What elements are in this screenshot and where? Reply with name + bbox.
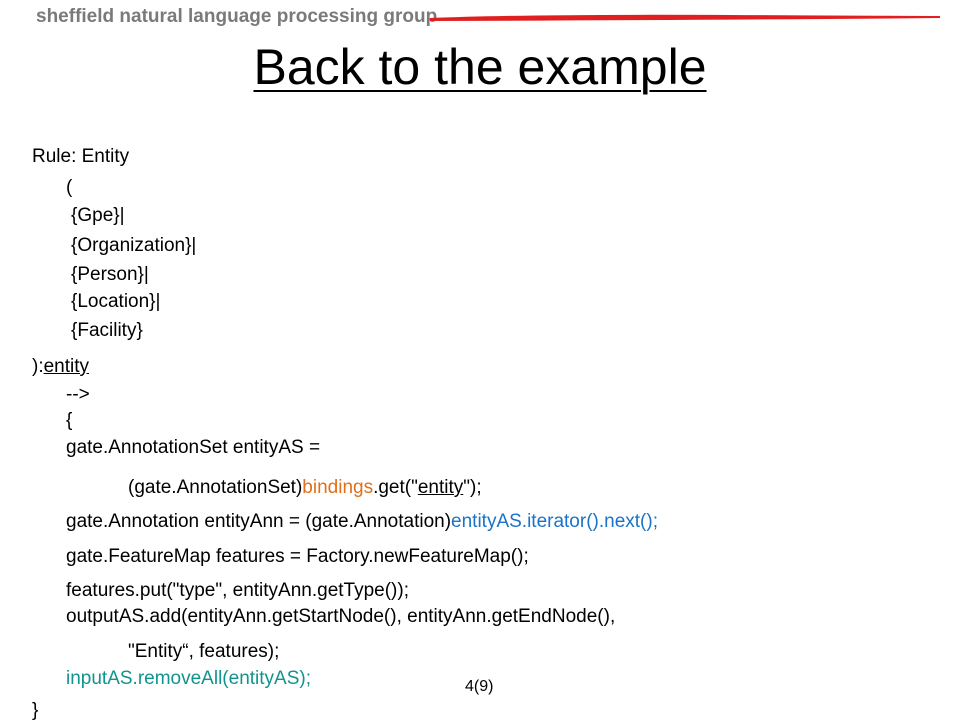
code-line-featuremap: gate.FeatureMap features = Factory.newFe… — [66, 546, 529, 567]
header-logo: sheffield natural language processing gr… — [36, 6, 438, 27]
arrow-line: --> — [66, 384, 90, 405]
pattern-gpe: {Gpe}| — [71, 205, 125, 226]
open-brace: { — [66, 410, 73, 431]
entity-key: entity — [417, 477, 464, 498]
annotation-decl: gate.Annotation entityAnn = (gate.Annota… — [66, 511, 452, 532]
code-line-remove-all: inputAS.removeAll(entityAS); — [66, 668, 311, 689]
slide-title: Back to the example — [253, 39, 707, 95]
pattern-organization: {Organization}| — [71, 235, 197, 256]
code-line-bindings: (gate.AnnotationSet)bindings.get("entity… — [128, 477, 482, 499]
code-line-output-add: outputAS.add(entityAnn.getStartNode(), e… — [66, 606, 616, 627]
pattern-person: {Person}| — [71, 264, 149, 285]
page-number: 4(9) — [465, 678, 494, 695]
close-paren: ): — [32, 356, 44, 377]
rule-declaration: Rule: Entity — [32, 146, 130, 167]
pattern-facility: {Facility} — [71, 320, 143, 341]
code-line-features-put: features.put("type", entityAnn.getType()… — [66, 580, 409, 601]
get-close: "); — [463, 477, 482, 498]
label-line: ):entity — [32, 356, 89, 378]
code-line-annotation: gate.Annotation entityAnn = (gate.Annota… — [66, 511, 658, 533]
close-brace: } — [32, 700, 39, 721]
label-entity: entity — [43, 356, 90, 377]
header-red-bar — [430, 14, 940, 21]
bindings-text: bindings — [302, 477, 374, 498]
pattern-location: {Location}| — [71, 291, 161, 312]
code-line-entity-features: "Entity“, features); — [128, 641, 280, 662]
iterator-call: entityAS.iterator().next(); — [451, 511, 658, 532]
get-text: .get(" — [373, 477, 418, 498]
open-paren: ( — [66, 177, 73, 198]
cast-text: (gate.AnnotationSet) — [128, 477, 303, 498]
code-line-annotationset: gate.AnnotationSet entityAS = — [66, 437, 321, 458]
